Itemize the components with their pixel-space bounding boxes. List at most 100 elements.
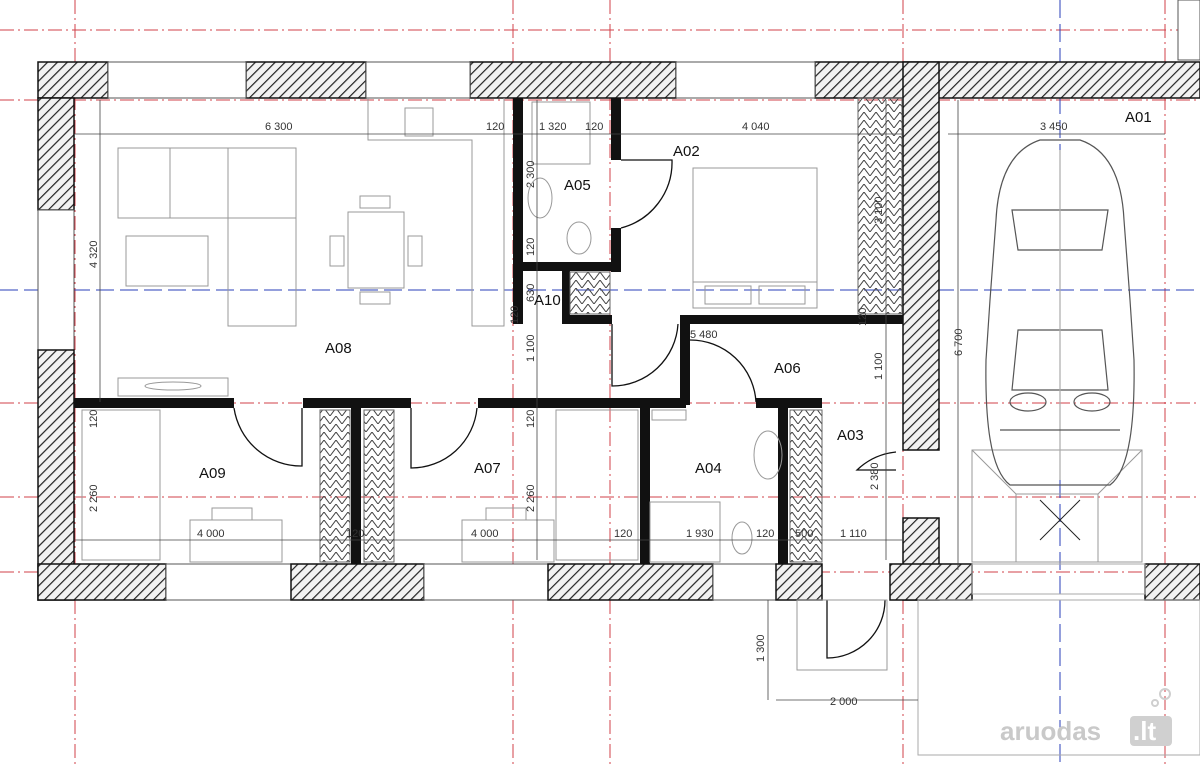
doors [233, 159, 897, 659]
furniture [81, 97, 1200, 756]
walls [37, 0, 1200, 601]
partitions [74, 98, 903, 564]
dimension-label: 4 000 [471, 528, 499, 540]
room-label-a01: A01 [1125, 109, 1152, 126]
door-arc [233, 407, 303, 467]
wall [37, 97, 75, 211]
washbasin [753, 430, 783, 480]
partition [756, 398, 822, 408]
partition [778, 398, 788, 564]
partition [680, 315, 903, 324]
partition [513, 262, 523, 324]
partition [74, 398, 234, 408]
dimension-label: 3 100 [873, 196, 885, 224]
dimension-label: 120 [509, 306, 521, 324]
partition [562, 262, 570, 324]
dimension-label: 3 450 [1040, 121, 1068, 133]
door-arc [620, 159, 673, 229]
dimension-label: 2 380 [869, 462, 881, 490]
window [165, 563, 292, 601]
room-label-a04: A04 [695, 460, 722, 477]
dimension-label: 120 [88, 410, 100, 428]
car-icon [985, 139, 1135, 486]
dimension-label: 120 [486, 121, 504, 133]
toilet [731, 521, 753, 555]
room-label-a02: A02 [673, 143, 700, 160]
dimension-labels: 6 300 120 1 320 120 4 040 3 450 4 320 2 … [88, 121, 1068, 708]
wall [775, 563, 823, 601]
door-arc [826, 599, 886, 659]
wall [814, 61, 1200, 99]
dimension-label: 4 320 [88, 240, 100, 268]
dimension-label: 630 [525, 284, 537, 302]
window [712, 563, 777, 601]
room-label-a03: A03 [837, 427, 864, 444]
bed [692, 167, 818, 309]
dimension-lines [75, 100, 1165, 701]
wall [1144, 563, 1200, 601]
shower [651, 409, 687, 421]
toilet [566, 221, 592, 255]
wall [902, 61, 940, 451]
dimension-label: 120 [346, 528, 364, 540]
bed [81, 409, 161, 561]
bed [555, 409, 639, 561]
dimension-label: 120 [525, 238, 537, 256]
wardrobe [319, 409, 351, 563]
partition [562, 315, 612, 324]
room-labels: A01 A02 A03 A04 A05 A06 A07 A08 A09 A10 [199, 109, 1152, 482]
coffee-table [125, 235, 209, 287]
room-label-a05: A05 [564, 177, 591, 194]
room-label-a07: A07 [474, 460, 501, 477]
dimension-label: 1 320 [539, 121, 567, 133]
room-label-a10: A10 [534, 292, 561, 309]
window [423, 563, 549, 601]
partition [478, 398, 686, 408]
kitchen-counter [367, 98, 505, 327]
dimension-label: 2 260 [525, 484, 537, 512]
wall [37, 349, 75, 601]
dimension-label: 500 [795, 528, 813, 540]
watermark-logo: aruodas .lt [1000, 688, 1172, 746]
partition [611, 98, 621, 160]
wardrobe [363, 409, 395, 563]
dimension-label: 5 480 [690, 329, 718, 341]
dimension-label: 4 000 [197, 528, 225, 540]
sofa-chaise [227, 217, 297, 327]
dimension-label: 120 [525, 410, 537, 428]
window [107, 61, 247, 99]
washbasin [527, 177, 553, 219]
gate-x [1039, 499, 1081, 541]
dimension-label: 120 [614, 528, 632, 540]
partition [611, 228, 621, 272]
wall [469, 61, 677, 99]
watermark-brand: aruodas [1000, 716, 1101, 746]
door-arc [855, 451, 897, 471]
tv-unit [117, 377, 229, 397]
partition [351, 398, 361, 564]
room-label-a08: A08 [325, 340, 352, 357]
dimension-label: 1 100 [873, 352, 885, 380]
wall [290, 563, 425, 601]
sofa [117, 147, 297, 219]
shower [531, 101, 591, 165]
window [365, 61, 471, 99]
window [675, 61, 816, 99]
dimension-label: 120 [585, 121, 603, 133]
dimension-label: 6 700 [953, 328, 965, 356]
entry-porch [796, 599, 888, 671]
bathtub [649, 501, 721, 563]
dimension-label: 6 300 [265, 121, 293, 133]
wall [889, 563, 973, 601]
door-arc [611, 323, 679, 387]
dimension-label: 1 110 [840, 528, 867, 540]
watermark-tld: .lt [1133, 716, 1156, 746]
garage-ramp [971, 449, 1143, 563]
wall [547, 563, 714, 601]
partition [513, 98, 523, 266]
dimension-label: 1 930 [686, 528, 714, 540]
room-label-a06: A06 [774, 360, 801, 377]
room-label-a09: A09 [199, 465, 226, 482]
window [37, 209, 75, 351]
